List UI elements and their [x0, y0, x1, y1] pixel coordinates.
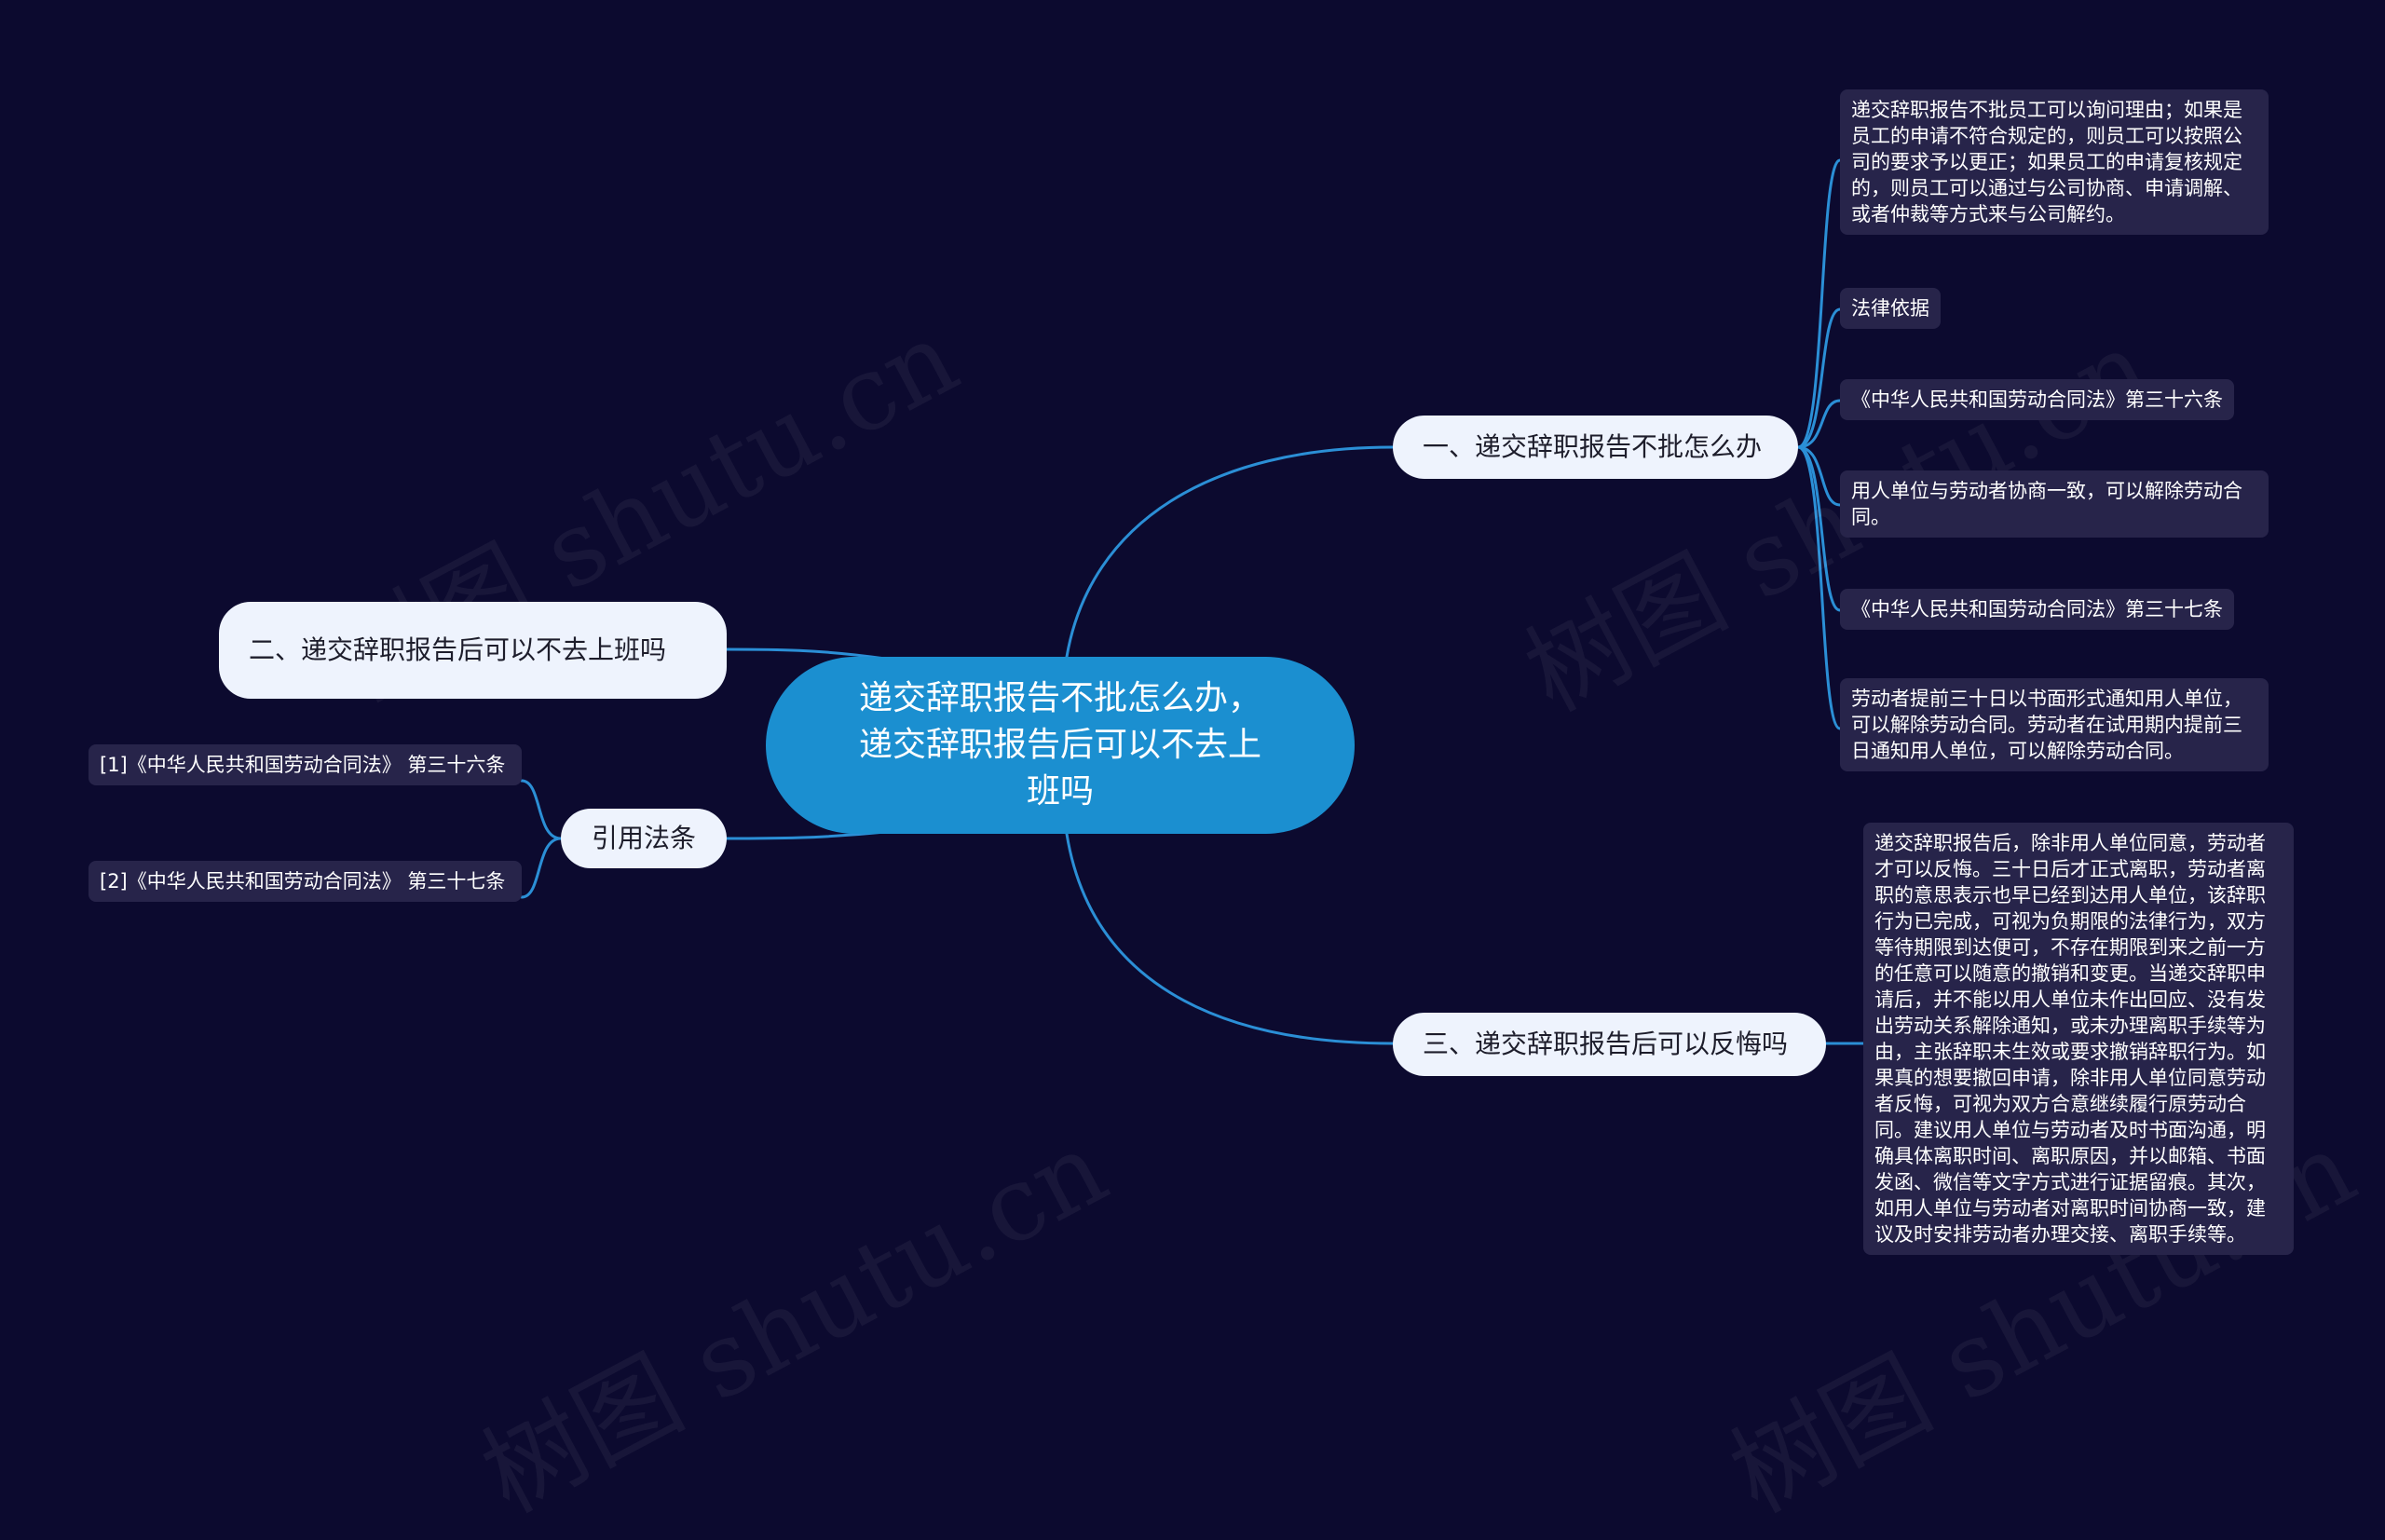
- leaf-topic-label: 劳动者提前三十日以书面形式通知用人单位，可以解除劳动合同。劳动者在试用期内提前三…: [1851, 688, 2242, 762]
- leaf-topic-label: [2]《中华人民共和国劳动合同法》 第三十七条: [100, 870, 506, 893]
- branch-topic-label: 二、递交辞职报告后可以不去上班吗: [249, 634, 667, 665]
- link-b1-l4: [1796, 445, 1842, 507]
- leaf-topic[interactable]: 递交辞职报告后，除非用人单位同意，劳动者才可以反悔。三十日后才正式离职，劳动者离…: [1863, 823, 2294, 1255]
- leaf-topic[interactable]: 用人单位与劳动者协商一致，可以解除劳动合同。: [1840, 470, 2269, 538]
- link-b4-l9: [520, 837, 563, 899]
- leaf-topic-label: 法律依据: [1851, 297, 1929, 320]
- leaf-topic-label: [1]《中华人民共和国劳动合同法》 第三十六条: [100, 754, 506, 776]
- link-b1-l3: [1796, 399, 1842, 449]
- branch-topic-label: 三、递交辞职报告后可以反悔吗: [1423, 1029, 1789, 1059]
- branch-topic-1[interactable]: 一、递交辞职报告不批怎么办: [1393, 416, 1798, 479]
- link-b1-l2: [1796, 307, 1842, 449]
- link-b1-l1: [1796, 158, 1842, 449]
- link-b1-l5: [1796, 445, 1842, 612]
- leaf-topic[interactable]: 递交辞职报告不批员工可以询问理由；如果是员工的申请不符合规定的，则员工可以按照公…: [1840, 89, 2269, 235]
- leaf-topic[interactable]: 《中华人民共和国劳动合同法》第三十六条: [1840, 379, 2234, 420]
- branch-topic-3[interactable]: 三、递交辞职报告后可以反悔吗: [1393, 1013, 1826, 1076]
- leaf-topic[interactable]: [1]《中华人民共和国劳动合同法》 第三十六条: [89, 744, 522, 785]
- leaf-topic-label: 递交辞职报告不批员工可以询问理由；如果是员工的申请不符合规定的，则员工可以按照公…: [1851, 99, 2242, 225]
- root-topic[interactable]: 递交辞职报告不批怎么办，递交辞职报告后可以不去上班吗: [766, 657, 1355, 834]
- branch-topic-label: 引用法条: [591, 823, 696, 853]
- leaf-topic-label: 《中华人民共和国劳动合同法》第三十六条: [1851, 388, 2223, 411]
- link-root-b3: [1065, 832, 1395, 1045]
- leaf-topic[interactable]: 法律依据: [1840, 288, 1941, 329]
- link-root-b4: [725, 830, 887, 840]
- leaf-topic[interactable]: 劳动者提前三十日以书面形式通知用人单位，可以解除劳动合同。劳动者在试用期内提前三…: [1840, 678, 2269, 771]
- branch-topic-2[interactable]: 二、递交辞职报告后可以不去上班吗: [219, 602, 727, 699]
- leaf-topic-label: 用人单位与劳动者协商一致，可以解除劳动合同。: [1851, 480, 2242, 528]
- leaf-topic[interactable]: [2]《中华人民共和国劳动合同法》 第三十七条: [89, 861, 522, 902]
- link-b4-l8: [520, 779, 563, 840]
- link-root-b1: [1065, 445, 1395, 659]
- leaf-topic-label: 递交辞职报告后，除非用人单位同意，劳动者才可以反悔。三十日后才正式离职，劳动者离…: [1874, 832, 2266, 1246]
- link-root-b2: [725, 647, 887, 661]
- branch-topic-cited-laws[interactable]: 引用法条: [561, 809, 727, 868]
- link-b1-l6: [1796, 445, 1842, 730]
- root-topic-label: 递交辞职报告不批怎么办，递交辞职报告后可以不去上班吗: [858, 679, 1261, 811]
- leaf-topic-label: 《中华人民共和国劳动合同法》第三十七条: [1851, 598, 2223, 620]
- connector-lines: [520, 158, 1865, 1045]
- branch-topic-label: 一、递交辞职报告不批怎么办: [1423, 431, 1763, 462]
- leaf-topic[interactable]: 《中华人民共和国劳动合同法》第三十七条: [1840, 589, 2234, 630]
